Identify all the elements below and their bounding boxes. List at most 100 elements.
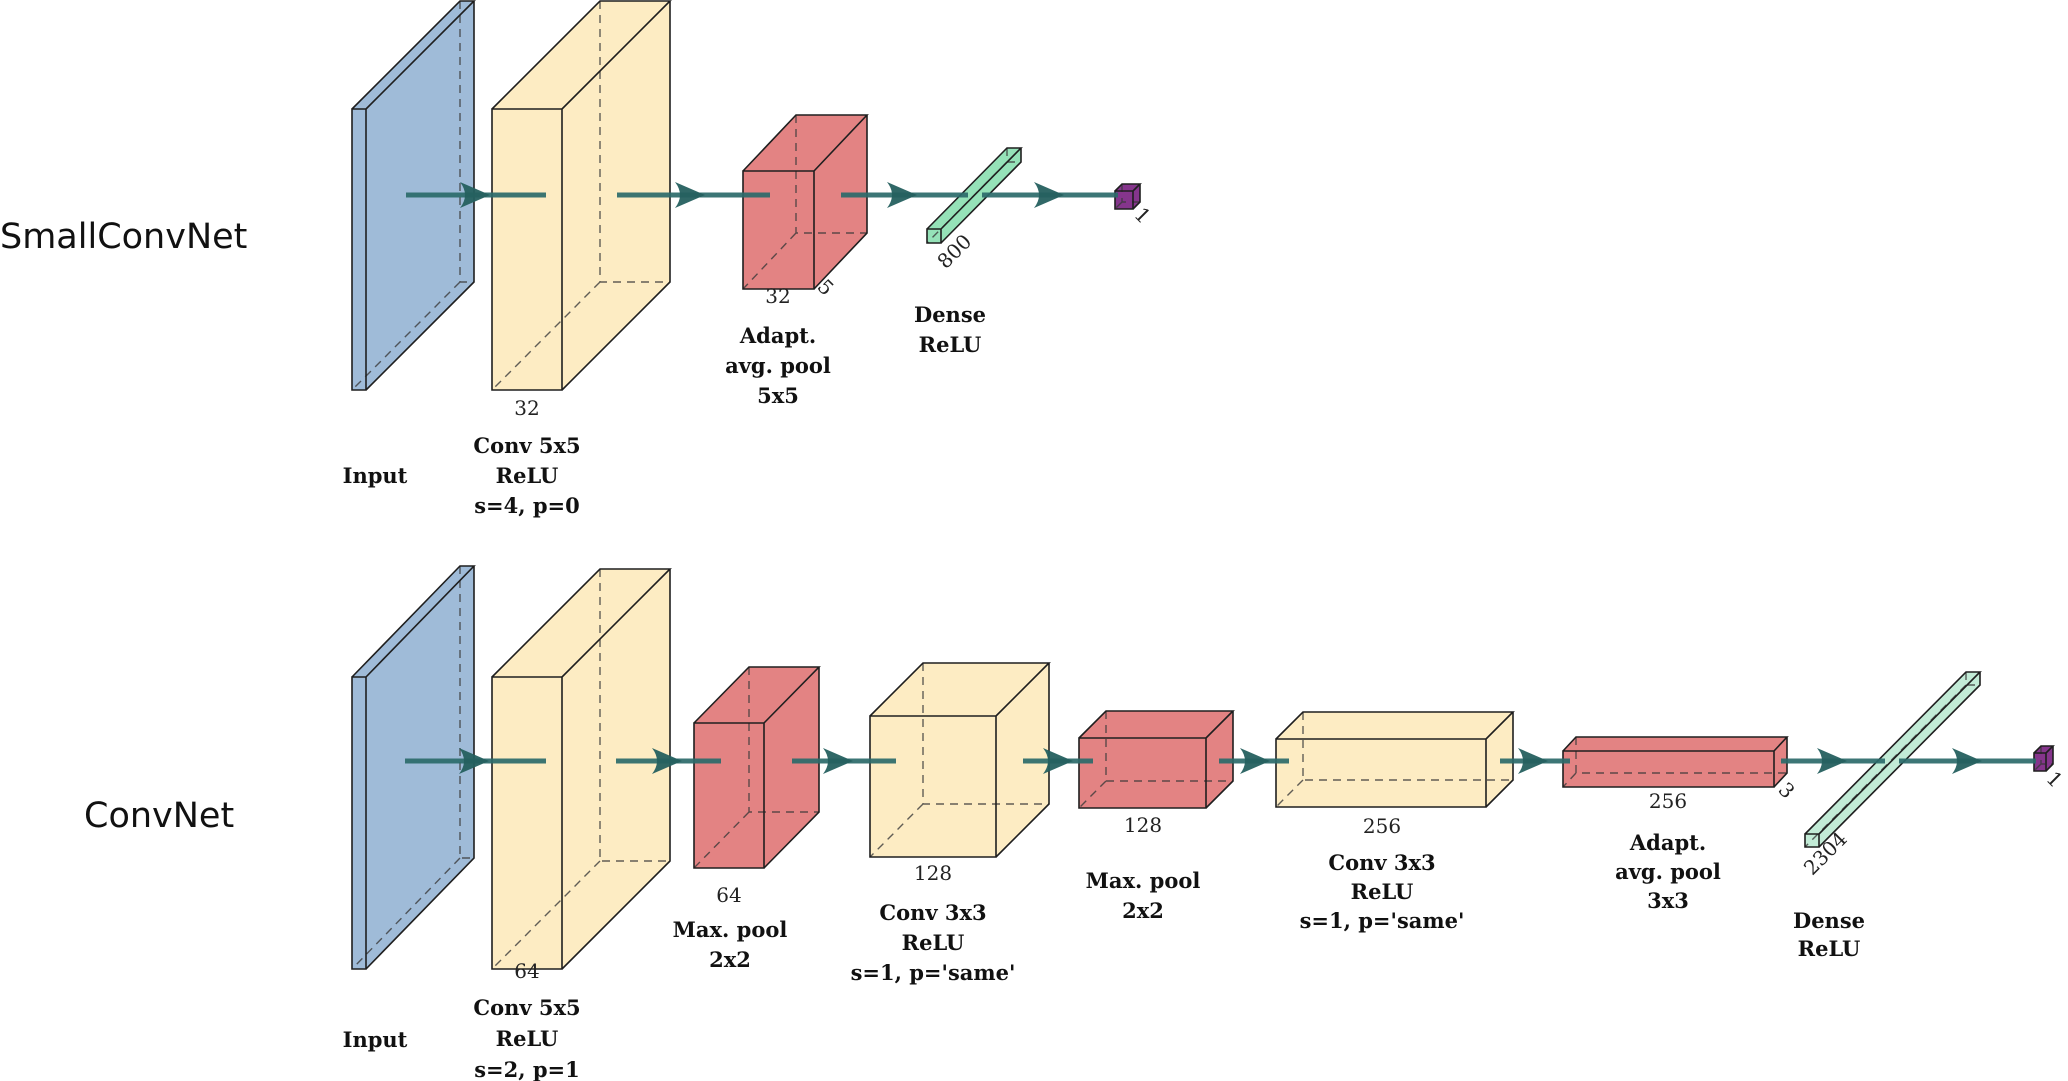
box-front-face (2034, 753, 2046, 771)
layer-caption-line: s=4, p=0 (474, 493, 580, 518)
layer-boxes (351, 0, 1142, 391)
layer-caption-line: ReLU (902, 930, 965, 955)
box-edges (1114, 183, 1142, 210)
layer-caption-line: avg. pool (725, 353, 831, 378)
box-edges (1078, 710, 1235, 809)
layer-box-input (351, 565, 476, 970)
box-front-face (694, 723, 764, 868)
box-edges (869, 662, 1051, 858)
layer-caption-line: ReLU (496, 1026, 559, 1051)
layer-box-pool3 (1562, 736, 1789, 788)
layer-box-output (1114, 183, 1142, 210)
box-top-face (492, 1, 670, 109)
arrow-head-icon (652, 748, 682, 774)
arrow-head-icon (1043, 748, 1073, 774)
box-hidden-edges (1078, 711, 1233, 809)
flow-arrows (406, 182, 1118, 208)
box-front-face (870, 716, 996, 857)
flow-arrow (1781, 748, 1885, 774)
box-side-face (562, 569, 670, 969)
box-side-face (941, 148, 1021, 243)
box-side-face (764, 667, 819, 868)
box-hidden-edges (1275, 712, 1513, 808)
layer-box-input (351, 0, 476, 391)
box-top-face (1563, 737, 1787, 751)
box-top-face (352, 566, 474, 677)
arrow-head-icon (887, 182, 917, 208)
box-side-face (1486, 712, 1513, 807)
box-edges (1804, 671, 1982, 848)
layer-box-conv3 (1275, 711, 1515, 808)
arrow-head-icon (1817, 748, 1847, 774)
flow-arrow (841, 182, 968, 208)
box-front-face (352, 109, 366, 390)
layer-caption-line: Conv 5x5 (473, 995, 580, 1020)
layer-box-dense1 (926, 147, 1023, 244)
box-side-face (996, 663, 1049, 857)
box-top-face (927, 148, 1021, 229)
box-edges (491, 568, 672, 970)
layer-dimension-label: 64 (514, 959, 539, 983)
flow-arrow (1219, 748, 1289, 774)
arrow-head-icon (460, 182, 490, 208)
box-top-face (694, 667, 819, 723)
layer-caption-line: s=1, p='same' (1300, 908, 1465, 933)
box-top-face (1079, 711, 1233, 738)
arrow-head-icon (459, 748, 489, 774)
layer-dimension-label: 128 (1124, 813, 1162, 837)
box-edges (1275, 711, 1515, 808)
layer-caption-line: Dense (1793, 908, 1865, 933)
layer-dimension-label: 256 (1649, 789, 1687, 813)
layer-caption-line: Max. pool (1086, 868, 1201, 893)
arrow-head-icon (1034, 182, 1064, 208)
box-hidden-edges (742, 115, 867, 290)
flow-arrow (1023, 748, 1093, 774)
layer-caption-line: 2x2 (709, 947, 751, 972)
network-title: SmallConvNet (0, 217, 247, 257)
box-hidden-edges (351, 1, 474, 391)
layer-caption-line: Conv 5x5 (473, 433, 580, 458)
layer-box-conv1 (491, 568, 672, 970)
layer-caption-line: ReLU (496, 463, 559, 488)
box-front-face (1079, 738, 1206, 808)
box-hidden-edges (2033, 746, 2053, 772)
flow-arrow (405, 748, 546, 774)
layer-box-output (2033, 745, 2055, 772)
box-edges (351, 0, 476, 391)
layer-caption-line: s=1, p='same' (851, 960, 1016, 985)
flow-arrow (792, 748, 896, 774)
flow-arrow (617, 182, 770, 208)
box-edges (351, 565, 476, 970)
layer-caption-line: Conv 3x3 (1328, 850, 1435, 875)
layer-caption-line: Input (343, 463, 408, 488)
layer-caption-line: 3x3 (1647, 888, 1689, 913)
flow-arrow (406, 182, 546, 208)
layer-box-pool1 (693, 666, 821, 869)
layer-caption-line: Adapt. (1629, 830, 1706, 855)
layer-dimension-label: 32 (514, 396, 539, 420)
layer-box-pool1 (742, 114, 869, 290)
box-edges (491, 0, 672, 391)
box-edges (1562, 736, 1789, 788)
box-top-face (743, 115, 867, 171)
box-hidden-edges (351, 566, 474, 970)
box-front-face (743, 171, 814, 289)
arrow-head-icon (675, 182, 705, 208)
flow-arrow (982, 182, 1118, 208)
box-top-face (2034, 746, 2053, 753)
box-side-face (366, 566, 474, 969)
box-hidden-edges (1562, 737, 1787, 788)
layer-caption-input: Input (343, 1027, 408, 1052)
layer-dimension-label: 64 (716, 883, 741, 907)
layer-caption-line: Conv 3x3 (879, 900, 986, 925)
flow-arrow (1899, 748, 2036, 774)
layer-dimension-label: 256 (1363, 814, 1401, 838)
box-edges (2033, 745, 2055, 772)
arrow-head-icon (1952, 748, 1982, 774)
